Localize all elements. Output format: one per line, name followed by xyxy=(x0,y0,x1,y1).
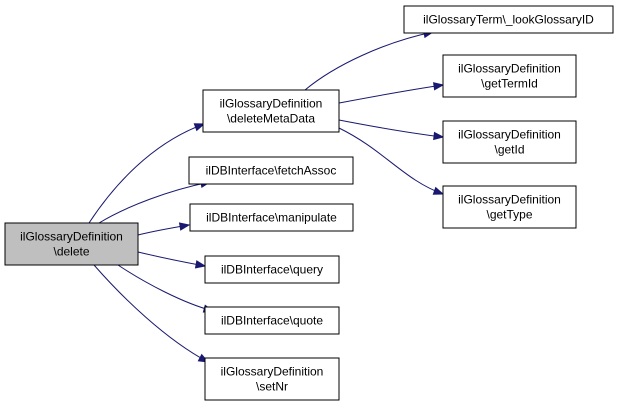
arrowhead xyxy=(432,186,445,195)
node-box xyxy=(204,357,340,401)
node-box xyxy=(442,120,577,164)
edge-line xyxy=(304,31,434,91)
node-label-line: \getId xyxy=(494,143,524,157)
node-getType[interactable]: ilGlossaryDefinition\getType xyxy=(442,185,577,229)
arrowhead xyxy=(432,82,445,91)
edge-line xyxy=(338,84,444,104)
node-label-line: ilGlossaryDefinition xyxy=(20,230,123,244)
arrowhead xyxy=(194,260,207,269)
node-label-line: \getType xyxy=(486,208,532,222)
edge-line xyxy=(137,251,206,267)
node-root: ilGlossaryDefinition\delete xyxy=(4,222,139,266)
node-box xyxy=(442,54,577,98)
node-label-line: ilGlossaryDefinition xyxy=(458,193,561,207)
node-lookGlossaryID[interactable]: ilGlossaryTerm\_lookGlossaryID xyxy=(403,5,614,34)
edge-line xyxy=(88,123,205,224)
edge-root-to-deleteMetaData xyxy=(88,123,206,224)
arrowhead xyxy=(178,222,191,231)
node-setNr[interactable]: ilGlossaryDefinition\setNr xyxy=(204,357,340,401)
edge-deleteMetaData-to-getId xyxy=(338,119,445,141)
edge-deleteMetaData-to-getType xyxy=(338,127,445,195)
node-label-line: ilGlossaryTerm\_lookGlossaryID xyxy=(423,13,594,27)
edge-root-to-manipulate xyxy=(137,222,191,236)
node-box xyxy=(204,255,340,284)
edge-deleteMetaData-to-getTermId xyxy=(338,82,445,104)
node-box xyxy=(188,156,354,185)
node-box xyxy=(204,306,340,335)
node-label-line: ilDBInterface\query xyxy=(221,263,323,277)
edge-deleteMetaData-to-lookGlossaryID xyxy=(304,29,435,91)
node-fetchAssoc[interactable]: ilDBInterface\fetchAssoc xyxy=(188,156,354,185)
edge-line xyxy=(98,181,211,224)
node-manipulate[interactable]: ilDBInterface\manipulate xyxy=(189,203,354,232)
node-getId[interactable]: ilGlossaryDefinition\getId xyxy=(442,120,577,164)
node-box xyxy=(403,5,614,34)
node-label-line: ilGlossaryDefinition xyxy=(458,62,561,76)
node-label-line: ilGlossaryDefinition xyxy=(221,365,324,379)
node-label-line: \delete xyxy=(53,245,89,259)
node-quote[interactable]: ilDBInterface\quote xyxy=(204,306,340,335)
node-box xyxy=(189,203,354,232)
edge-line xyxy=(338,127,444,195)
edge-line xyxy=(338,119,444,138)
edge-line xyxy=(93,264,209,363)
edge-line xyxy=(117,264,214,312)
node-label-line: ilDBInterface\manipulate xyxy=(206,211,337,225)
node-query[interactable]: ilDBInterface\query xyxy=(204,255,340,284)
node-box xyxy=(442,185,577,229)
node-label-line: ilDBInterface\quote xyxy=(221,314,323,328)
node-deleteMetaData[interactable]: ilGlossaryDefinition\deleteMetaData xyxy=(202,89,340,133)
arrowhead xyxy=(433,131,445,141)
node-label-line: \getTermId xyxy=(481,77,538,91)
node-getTermId[interactable]: ilGlossaryDefinition\getTermId xyxy=(442,54,577,98)
node-box xyxy=(202,89,340,133)
node-label-line: ilDBInterface\fetchAssoc xyxy=(206,164,337,178)
node-box xyxy=(4,222,139,266)
arrowhead xyxy=(193,123,206,132)
edge-root-to-setNr xyxy=(93,264,210,363)
node-label-line: ilGlossaryDefinition xyxy=(220,97,323,111)
node-label-line: ilGlossaryDefinition xyxy=(458,128,561,142)
nodes-layer: ilGlossaryDefinition\deleteilGlossaryDef… xyxy=(4,5,614,401)
edge-root-to-query xyxy=(137,251,207,269)
node-label-line: \deleteMetaData xyxy=(227,112,315,126)
node-label-line: \setNr xyxy=(256,380,288,394)
